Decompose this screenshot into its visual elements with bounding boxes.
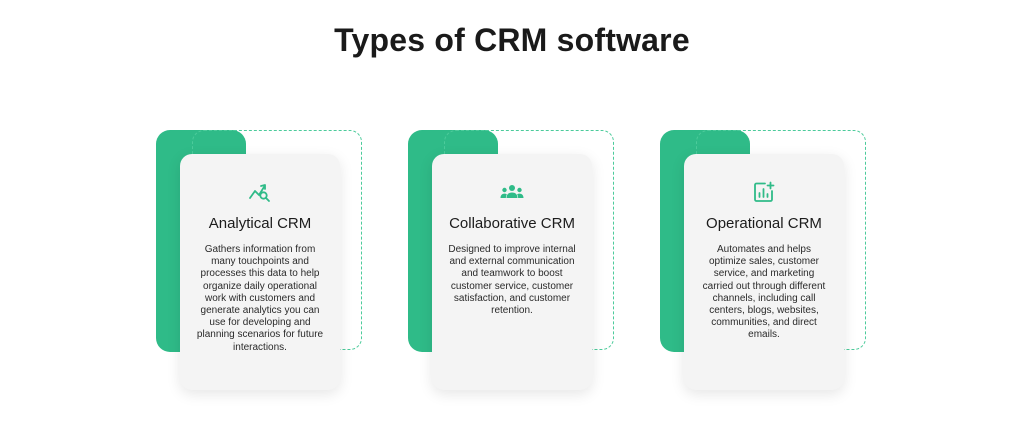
card-title: Operational CRM xyxy=(706,215,822,232)
card-description: Designed to improve internal and externa… xyxy=(448,244,576,317)
crm-card: Operational CRM Automates and helps opti… xyxy=(684,154,844,390)
card-title: Analytical CRM xyxy=(208,215,312,232)
crm-type-operational: Operational CRM Automates and helps opti… xyxy=(660,130,872,392)
page-title: Types of CRM software xyxy=(334,22,690,58)
card-description: Gathers information from many touchpoint… xyxy=(196,244,324,353)
team-people-icon xyxy=(440,181,584,203)
report-chart-icon xyxy=(692,181,836,203)
crm-card: Analytical CRM Gathers information from … xyxy=(180,154,340,390)
crm-card: Collaborative CRM Designed to improve in… xyxy=(432,154,592,390)
analytics-chart-icon xyxy=(188,181,332,203)
card-description: Automates and helps optimize sales, cust… xyxy=(702,244,826,341)
card-title: Collaborative CRM xyxy=(449,215,575,232)
crm-type-analytical: Analytical CRM Gathers information from … xyxy=(156,130,368,392)
crm-type-collaborative: Collaborative CRM Designed to improve in… xyxy=(408,130,620,392)
